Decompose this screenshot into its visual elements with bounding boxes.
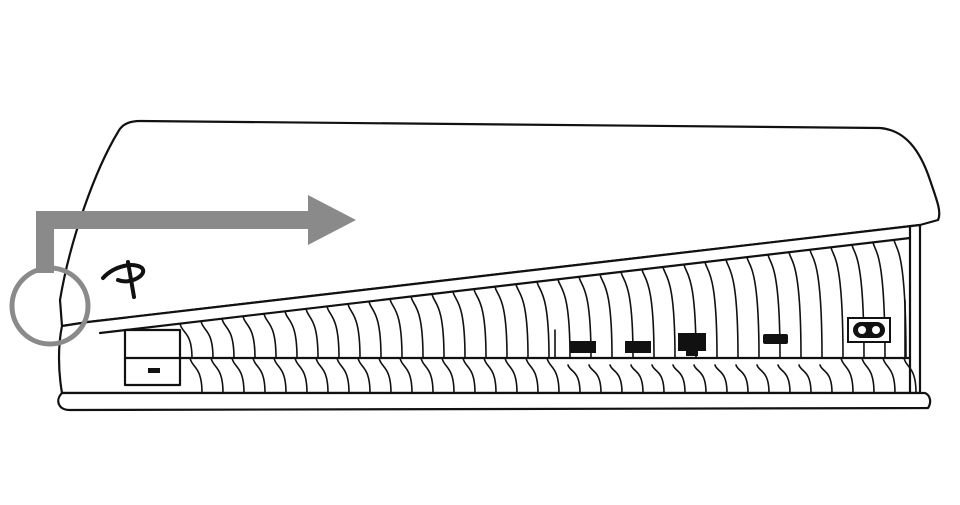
vent-fin (609, 364, 623, 394)
vent-fin (788, 251, 802, 359)
vent-fin (693, 364, 707, 394)
vent-fin (389, 298, 403, 359)
vent-fin (378, 357, 392, 394)
vent-fin (704, 261, 718, 359)
usb-port-2[interactable] (625, 341, 651, 353)
vent-fin (525, 357, 539, 394)
vent-fin (473, 288, 487, 359)
vent-fin (452, 290, 466, 359)
vent-fin (599, 273, 613, 359)
vent-fin (263, 312, 277, 359)
vent-fin (819, 364, 833, 394)
vent-fin (441, 357, 455, 394)
vent-fin (210, 357, 224, 394)
vent-fin (189, 357, 203, 394)
vent-fin (399, 357, 413, 394)
usb-port-1[interactable] (570, 341, 596, 353)
vent-fin (515, 283, 529, 359)
vent-fin (662, 266, 676, 359)
rear-port-panel (554, 299, 906, 359)
vent-fin (326, 305, 340, 359)
vent-fin (735, 364, 749, 394)
vent-fin (494, 285, 508, 359)
vent-fin (672, 364, 686, 394)
power-port[interactable] (853, 322, 885, 338)
console-cover (58, 119, 941, 328)
vent-fin (284, 310, 298, 359)
vent-fin (809, 248, 823, 359)
vent-fin (641, 268, 655, 359)
vent-fin (903, 357, 917, 394)
vent-fin (336, 357, 350, 394)
vent-fin (294, 357, 308, 394)
vent-fin (546, 357, 560, 394)
console-base (57, 391, 932, 412)
highlight-circle (9, 265, 91, 347)
vent-fin (483, 357, 497, 394)
vent-fin (746, 256, 760, 359)
vent-fin (536, 280, 550, 359)
vent-fin (830, 246, 844, 359)
vent-fin (347, 303, 361, 359)
vent-fin (410, 295, 424, 359)
vent-fin (714, 364, 728, 394)
front-usb-slot (148, 368, 160, 373)
vent-fin (368, 300, 382, 359)
vent-fin (861, 357, 875, 394)
vent-fin (504, 357, 518, 394)
vent-fin (620, 271, 634, 359)
vent-fin (315, 357, 329, 394)
vent-fin (840, 357, 854, 394)
vent-fin (179, 322, 193, 359)
direction-arrow-icon (36, 195, 356, 273)
vent-fin (777, 364, 791, 394)
vent-fin (798, 364, 812, 394)
vent-fin (767, 253, 781, 359)
hdmi-port[interactable] (763, 334, 788, 344)
cover-edge (98, 236, 912, 335)
vent-fin (651, 364, 665, 394)
vent-fin (242, 315, 256, 359)
vent-fin (756, 364, 770, 394)
vent-fin (231, 357, 245, 394)
vent-fin (305, 308, 319, 359)
vent-fin (420, 357, 434, 394)
vent-fin (725, 258, 739, 359)
ethernet-port[interactable] (678, 333, 706, 356)
vent-fin (882, 357, 896, 394)
vent-fin (431, 293, 445, 359)
vent-fin (462, 357, 476, 394)
vent-fin (557, 278, 571, 359)
vent-fin (221, 317, 235, 359)
vent-fin (200, 320, 214, 359)
vent-fin (252, 357, 266, 394)
vent-fin (273, 357, 287, 394)
vent-fin (567, 364, 581, 394)
playstation-logo-icon (101, 260, 146, 299)
vent-fin (588, 364, 602, 394)
vent-fin (578, 276, 592, 359)
vent-fin (630, 364, 644, 394)
vent-fin (357, 357, 371, 394)
